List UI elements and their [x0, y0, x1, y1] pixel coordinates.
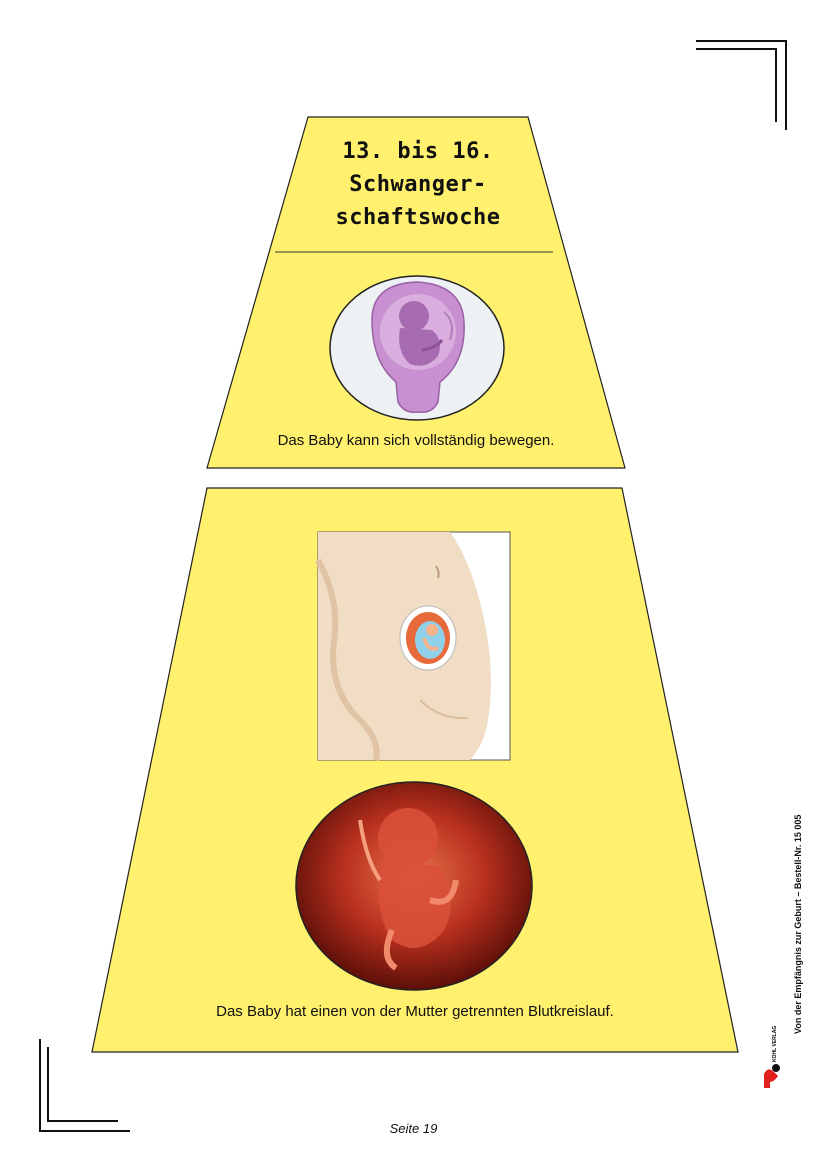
uterus-illustration [329, 275, 505, 421]
bottom-left-corner-outer [39, 1039, 130, 1132]
page-number: Seite 19 [389, 1121, 438, 1136]
pregnant-body-illustration [315, 531, 511, 761]
publisher-name: KOHL VERLAG [772, 1025, 778, 1062]
top-right-corner-inner [696, 48, 777, 122]
top-right-corner-outer [696, 40, 787, 130]
side-order-text: Von der Empfängnis zur Geburt – Bestell-… [793, 814, 803, 1034]
card-title-line-2: Schwanger- [349, 172, 487, 197]
fetus-photo [295, 781, 533, 991]
bottom-card-caption: Das Baby hat einen von der Mutter getren… [216, 1003, 614, 1020]
card-title-line-1: 13. bis 16. [342, 139, 494, 164]
publisher-logo [764, 1064, 780, 1088]
top-card-caption: Das Baby kann sich vollständig bewegen. [277, 432, 555, 449]
bottom-left-corner-inner [47, 1047, 118, 1122]
card-title-line-3: schaftswoche [335, 205, 501, 230]
